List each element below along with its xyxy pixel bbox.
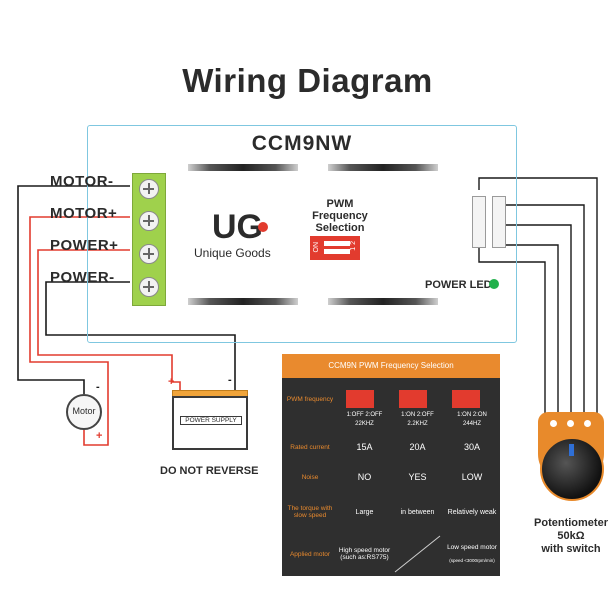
board-top-bar-right <box>328 164 438 171</box>
pwm-title-line: PWM <box>326 198 354 210</box>
wire-pot-4 <box>506 244 559 418</box>
pot-label-line: 50kΩ <box>557 530 585 542</box>
dip-on-label: ON <box>313 242 320 253</box>
table-cell: 1:ON 2:ON <box>457 412 487 418</box>
table-cell: 30A <box>463 442 480 452</box>
pwm-title-line: Frequency <box>312 210 368 222</box>
potentiometer-knob[interactable] <box>540 437 604 501</box>
table-cell-sub: 22KHZ <box>355 420 374 427</box>
wire-pot-3 <box>506 224 572 418</box>
motor-icon <box>66 394 102 430</box>
dip-number-label: 1 2 <box>350 241 357 251</box>
wire-power-minus <box>45 281 236 392</box>
row-label-pwm-frequency: PWM frequency <box>286 395 334 403</box>
wire-pot-2 <box>506 204 585 418</box>
row-label-rated-current: Rated current <box>290 443 330 451</box>
wire-motor-minus <box>17 185 130 394</box>
board-bottom-bar-right <box>328 298 438 305</box>
wire-pot-5 <box>478 245 546 418</box>
battery-minus-sign: - <box>228 374 232 386</box>
pot-pin <box>567 420 574 427</box>
row-label-noise: Noise <box>301 473 319 481</box>
table-dip-on-off <box>399 390 427 408</box>
terminal-screw <box>139 179 159 199</box>
dip-lever[interactable] <box>324 241 350 246</box>
power-led-label: POWER LED <box>425 279 492 291</box>
pot-pin <box>584 420 591 427</box>
pot-pin <box>550 420 557 427</box>
table-cell: YES <box>408 472 427 482</box>
battery-label: POWER SUPPLY <box>180 416 242 425</box>
pot-label-line: with switch <box>541 543 601 555</box>
logo-mark: UG <box>212 208 263 246</box>
board-bottom-bar-left <box>188 298 298 305</box>
board-top-bar-left <box>188 164 298 171</box>
table-diagonal-divider <box>394 535 441 573</box>
wire-power-plus <box>37 249 181 392</box>
table-cell: High speed motor (such as:RS775) <box>338 547 391 561</box>
switch-terminal-right <box>492 196 506 248</box>
table-cell: LOW <box>461 472 483 482</box>
page-title: Wiring Diagram <box>182 62 433 99</box>
board-model: CCM9NW <box>251 132 353 155</box>
logo-dot <box>258 222 268 232</box>
wire-motor-plus <box>29 216 130 446</box>
battery <box>172 396 248 450</box>
logo-text: Unique Goods <box>194 246 271 260</box>
potentiometer-label: Potentiometer 50kΩ with switch <box>527 517 615 556</box>
table-cell: Low speed motor <box>447 543 497 551</box>
dip-switch[interactable]: ON 1 2 <box>310 236 360 260</box>
table-cell: in between <box>400 508 435 516</box>
terminal-screw <box>139 277 159 297</box>
row-label-torque: The torque with slow speed <box>287 505 333 519</box>
terminal-label-motor-minus: MOTOR- <box>50 173 114 190</box>
table-cell: Relatively weak <box>447 508 497 516</box>
table-cell-sub: 244HZ <box>462 420 481 427</box>
row-label-applied-motor: Applied motor <box>289 550 331 558</box>
motor-minus-sign: - <box>96 381 100 393</box>
terminal-screw <box>139 244 159 264</box>
switch-terminal-left <box>472 196 486 248</box>
knob-indicator <box>569 444 574 456</box>
table-cell: 1:OFF 2:OFF <box>346 412 383 418</box>
controller-board <box>87 125 517 343</box>
terminal-block <box>132 173 166 306</box>
pot-label-line: Potentiometer <box>534 517 608 529</box>
table-cell: Large <box>355 508 374 516</box>
table-cell: NO <box>357 472 372 482</box>
terminal-label-power-plus: POWER+ <box>50 237 119 254</box>
power-led-icon <box>489 279 499 289</box>
table-dip-on-on <box>452 390 480 408</box>
battery-plus-sign: + <box>168 376 175 388</box>
pwm-frequency-table: CCM9N PWM Frequency Selection PWM freque… <box>282 354 500 576</box>
table-title: CCM9N PWM Frequency Selection <box>282 354 500 378</box>
table-cell-sub: (speed <3000rpm/min) <box>449 557 495 563</box>
terminal-label-power-minus: POWER- <box>50 269 115 286</box>
motor-plus-sign: + <box>96 430 103 442</box>
table-cell-sub: 2.2KHZ <box>407 420 428 427</box>
terminal-screw <box>139 211 159 231</box>
motor-label: Motor <box>72 406 96 416</box>
table-cell: 1:ON 2:OFF <box>401 412 434 418</box>
dip-lever[interactable] <box>324 249 350 254</box>
table-dip-off-off <box>346 390 374 408</box>
terminal-label-motor-plus: MOTOR+ <box>50 205 118 222</box>
wire-pot-1 <box>478 177 598 418</box>
table-cell: 20A <box>409 442 426 452</box>
pwm-title-line: Selection <box>315 222 365 234</box>
do-not-reverse-warning: DO NOT REVERSE <box>160 465 259 477</box>
pwm-frequency-title: PWM Frequency Selection <box>303 198 377 234</box>
table-cell: 15A <box>356 442 373 452</box>
